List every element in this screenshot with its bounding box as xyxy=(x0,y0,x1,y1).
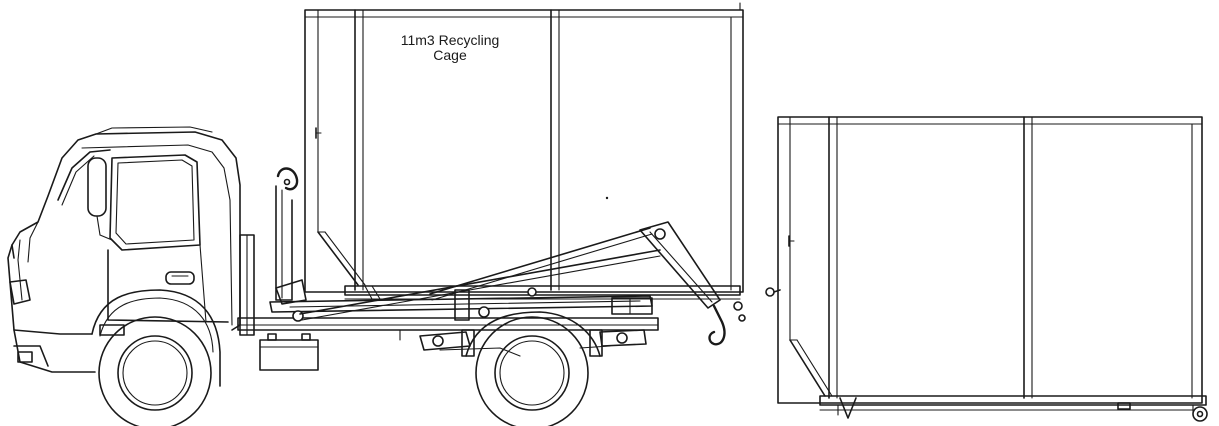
rear-fender xyxy=(465,311,601,357)
truck-chassis xyxy=(237,167,746,371)
rear-wheel xyxy=(475,316,589,426)
cage-label: 11m3 Recycling Cage xyxy=(380,33,520,63)
truck-cab xyxy=(7,126,255,373)
cage-label-line-2: Cage xyxy=(433,47,467,63)
cage-label-line-1: 11m3 Recycling xyxy=(400,32,500,48)
standalone-recycling-cage xyxy=(765,116,1208,422)
front-fender xyxy=(91,289,221,387)
loaded-recycling-cage xyxy=(304,2,744,300)
front-wheel xyxy=(98,316,212,426)
